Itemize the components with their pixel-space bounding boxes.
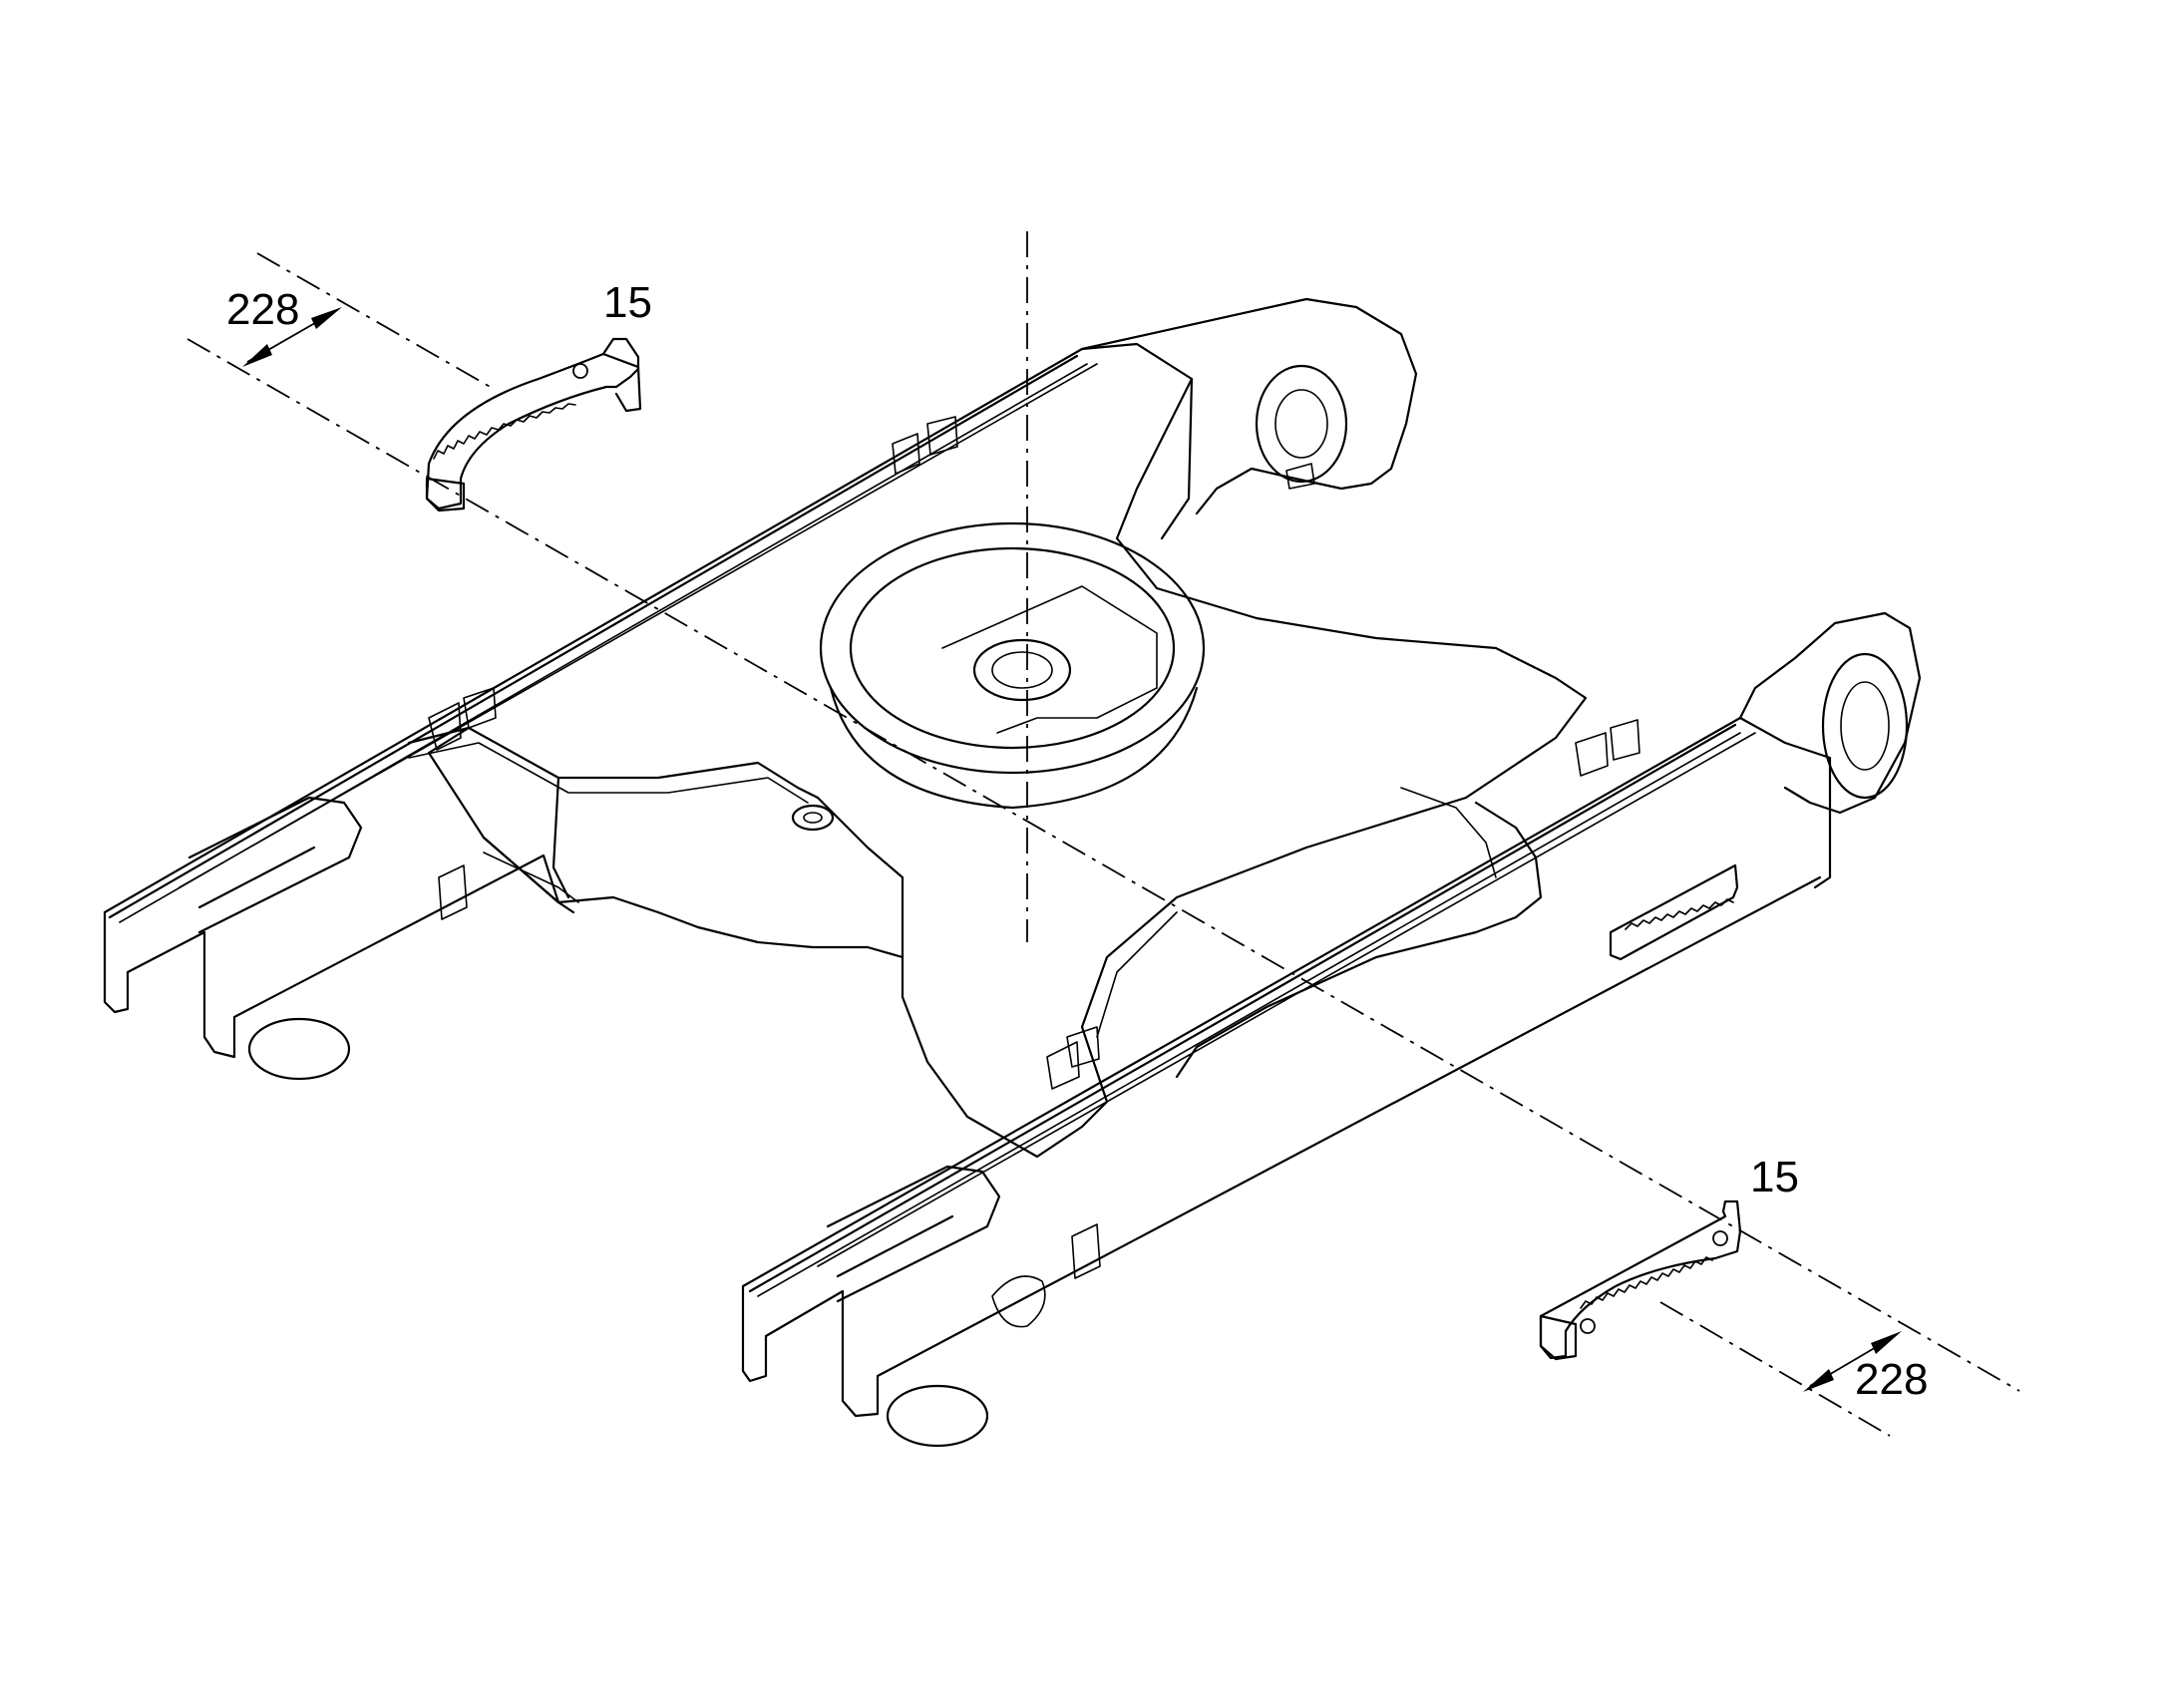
dimension-bottom-arrow-left [1803, 1369, 1834, 1392]
dimension-bottom-value: 228 [1855, 1355, 1928, 1404]
track-guard-top-body [425, 337, 640, 511]
bracket-left-4 [926, 416, 958, 456]
extension-line-bottom-lower [1659, 1301, 1891, 1437]
left-idler-guide [187, 796, 363, 934]
mounted-track-guard-teeth [1625, 898, 1734, 930]
right-rear-lug [1738, 611, 1922, 815]
bracket-right-4 [1610, 719, 1640, 761]
right-side-oval-plate [991, 1275, 1046, 1328]
front-small-boss-hole [803, 812, 823, 824]
right-track-frame [741, 716, 1832, 1418]
right-track-frame-top-edge [757, 732, 1756, 1297]
track-guard-bottom-foot [1539, 1314, 1578, 1361]
dimension-bottom: 228 [1803, 1331, 1928, 1404]
rear-crossbeam-inner [1400, 787, 1497, 878]
track-guard-bottom-hole-1 [1580, 1318, 1596, 1334]
track-guard-part-bottom [1539, 1199, 1742, 1361]
swing-bearing-inner-ring [849, 546, 1176, 750]
diagonal-center-axis [186, 338, 2020, 1392]
dimension-top-arrow-left [242, 344, 272, 367]
bracket-right-3 [1575, 732, 1609, 777]
right-rear-sprocket-bore [1840, 681, 1890, 771]
left-side-plate [438, 864, 468, 920]
track-guard-top-foot [601, 352, 642, 413]
left-rear-lug [1080, 297, 1418, 515]
right-side-plate [1071, 1223, 1101, 1279]
track-guard-top-teeth [433, 403, 576, 460]
right-front-roller [886, 1384, 989, 1448]
right-rear-sprocket-mount [1821, 652, 1909, 800]
center-body-inner-edge [408, 742, 1178, 1038]
bracket-left-1 [428, 702, 462, 751]
front-crossbeam [482, 836, 905, 959]
swing-bearing-lower-skirt [829, 686, 1199, 810]
dimension-bottom-arrow-right [1871, 1331, 1902, 1354]
center-lines [186, 231, 2020, 1437]
bracket-left-3 [892, 433, 920, 475]
swing-bearing-inner-plate [941, 585, 1158, 734]
bracket-right-2 [1066, 1026, 1100, 1068]
dimension-top: 228 [226, 285, 342, 367]
bracket-left-2 [463, 687, 497, 729]
left-track-frame-top-edge [119, 363, 1098, 923]
left-rear-sprocket-mount [1255, 364, 1348, 484]
center-body [407, 377, 1588, 1159]
rear-crossbeam [1175, 801, 1543, 1079]
left-track-frame [103, 342, 1194, 1059]
callout-part-bottom: 15 [1750, 1153, 1799, 1201]
left-rear-sprocket-bore [1274, 389, 1328, 459]
track-guard-bottom-hole-2 [1712, 1230, 1728, 1246]
swing-bearing-outer-ring [819, 521, 1206, 775]
track-guard-bottom-teeth [1580, 1256, 1713, 1309]
dimension-top-value: 228 [226, 285, 299, 334]
bracket-rear-lug [1285, 463, 1315, 490]
left-front-roller [247, 1017, 351, 1081]
callout-part-top: 15 [603, 278, 652, 327]
center-joint-bore [991, 651, 1053, 689]
undercarriage-frame [103, 297, 1922, 1448]
bracket-right-1 [1046, 1041, 1080, 1090]
dimension-top-arrow-right [311, 307, 342, 329]
swing-bearing [819, 521, 1206, 810]
mounted-track-guard [1609, 863, 1739, 961]
front-small-boss [791, 804, 835, 832]
track-guard-part-top [425, 337, 642, 512]
track-guard-top-hole [572, 363, 588, 379]
track-guard-bottom-body [1539, 1199, 1742, 1360]
track-guard-top-lower-foot [425, 477, 466, 512]
right-idler-guide [826, 1165, 1001, 1303]
center-joint-boss [972, 638, 1072, 702]
